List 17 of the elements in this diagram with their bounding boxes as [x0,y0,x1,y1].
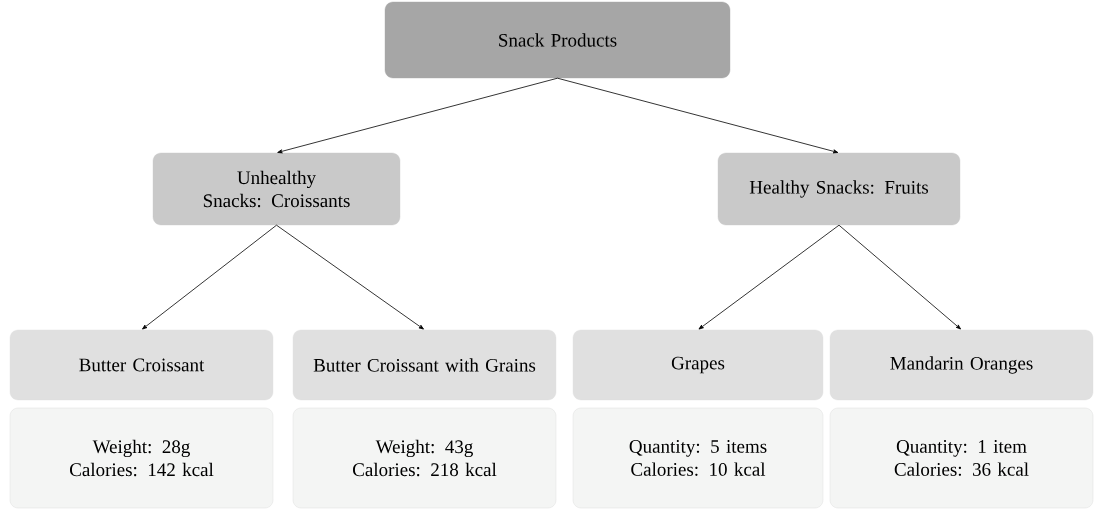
arrow [276,224,424,330]
arrow [698,224,840,330]
detail-box: Weight: 28g Calories: 142 kcal [9,407,274,509]
arrow [277,77,558,154]
arrow [142,224,277,330]
detail-box: Quantity: 1 item Calories: 36 kcal [829,407,1094,509]
product-box: Butter Croissant [9,329,274,401]
category-box: Snack Products [384,1,731,79]
arrow [557,77,839,154]
category-box: Unhealthy Snacks: Croissants [152,152,401,226]
arrow [838,224,961,330]
product-box: Mandarin Oranges [829,329,1094,401]
product-box: Grapes [572,329,824,401]
detail-box: Quantity: 5 items Calories: 10 kcal [572,407,824,509]
detail-box: Weight: 43g Calories: 218 kcal [292,407,557,509]
product-box: Butter Croissant with Grains [292,329,557,401]
category-box: Healthy Snacks: Fruits [717,152,961,226]
